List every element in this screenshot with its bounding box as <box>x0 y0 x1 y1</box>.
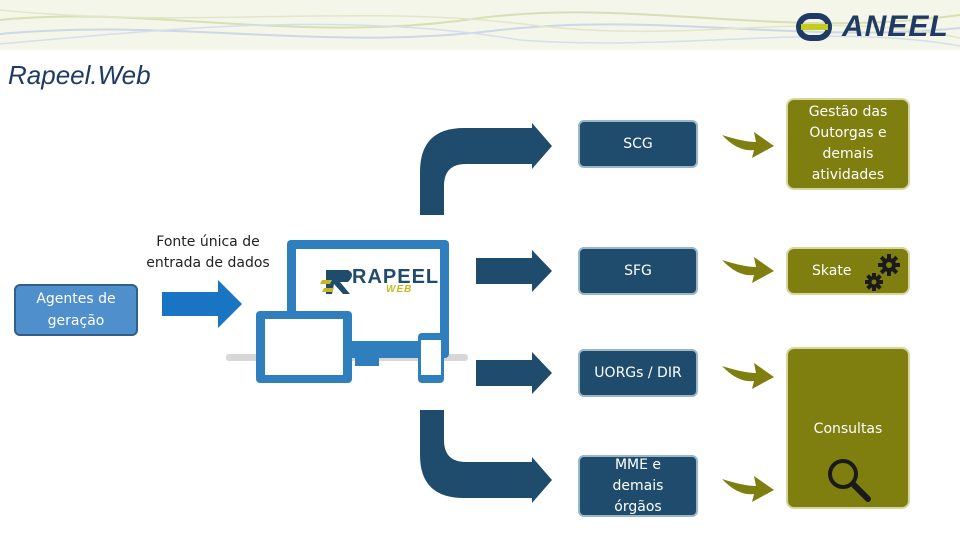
rapeel-logo-icon <box>320 270 352 294</box>
arrow-to-uorgs-icon <box>476 352 552 394</box>
system-label-scg: SCG <box>623 136 653 152</box>
arrow-to-sfg-icon <box>476 250 552 292</box>
output-label-gestao: Gestão das Outorgas e demais atividades <box>808 104 888 183</box>
input-arrow-icon <box>162 280 242 328</box>
page-title: Rapeel.Web <box>8 60 151 90</box>
agent-label: Agentes de geração <box>36 291 116 329</box>
source-label: Fonte única de entrada de dados <box>146 234 270 271</box>
curved-arrow-down-icon <box>420 410 552 503</box>
olive-arrow-3-icon <box>722 363 774 389</box>
rapeel-logo-subtext: WEB <box>386 284 413 295</box>
system-box-uorgs: UORGs / DIR <box>578 349 698 397</box>
agent-box: Agentes de geração <box>14 284 138 336</box>
curved-arrow-up-icon <box>420 123 552 215</box>
output-box-consultas: Consultas <box>786 347 910 509</box>
olive-arrow-4-icon <box>722 476 774 502</box>
aneel-logo-text: ANEEL <box>842 10 949 43</box>
output-label-skate: Skate <box>812 262 852 279</box>
aneel-logo: ANEEL <box>792 10 952 44</box>
olive-arrow-1-icon <box>722 132 774 158</box>
aneel-logo-mark-icon <box>796 13 832 41</box>
system-label-mme: MME e demais órgãos <box>612 456 664 515</box>
system-label-sfg: SFG <box>624 263 652 279</box>
output-box-skate: Skate <box>786 247 910 295</box>
olive-arrow-2-icon <box>722 257 774 283</box>
rapeel-logo-text: RAPEEL <box>352 266 440 288</box>
output-box-gestao: Gestão das Outorgas e demais atividades <box>786 98 910 190</box>
output-label-consultas: Consultas <box>813 421 883 437</box>
search-icon <box>828 459 871 502</box>
system-box-scg: SCG <box>578 120 698 168</box>
gears-icon <box>865 254 900 291</box>
system-box-sfg: SFG <box>578 247 698 295</box>
devices-illustration-icon <box>226 240 468 383</box>
system-box-mme: MME e demais órgãos <box>578 455 698 517</box>
system-label-uorgs: UORGs / DIR <box>594 365 682 381</box>
